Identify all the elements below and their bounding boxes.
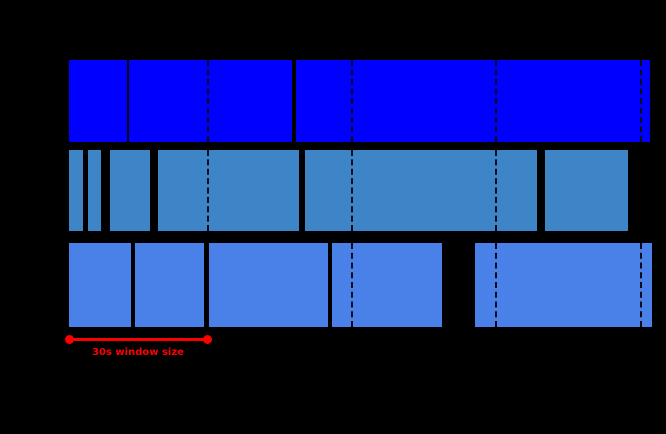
annotation-line [69, 338, 207, 341]
timeline-segment[interactable] [69, 60, 127, 142]
timeline-segment[interactable] [88, 150, 101, 231]
timeline-track-3 [0, 243, 666, 327]
timeline-segment[interactable] [110, 150, 150, 231]
timeline-segment[interactable] [158, 150, 299, 231]
timeline-segment[interactable] [69, 150, 83, 231]
timeline-segment[interactable] [69, 243, 131, 327]
timeline-track-2 [0, 150, 666, 231]
annotation-cap-left [65, 335, 74, 344]
timeline-segment[interactable] [296, 60, 650, 142]
timeline-track-1 [0, 60, 666, 142]
timeline-segment[interactable] [135, 243, 204, 327]
timeline-segment[interactable] [305, 150, 537, 231]
timeline-segment[interactable] [129, 60, 292, 142]
annotation-cap-right [203, 335, 212, 344]
timeline-segment[interactable] [209, 243, 328, 327]
timeline-segment[interactable] [545, 150, 628, 231]
timeline-segment[interactable] [475, 243, 652, 327]
timeline-segment[interactable] [332, 243, 442, 327]
annotation-label: 30s window size [92, 347, 184, 358]
